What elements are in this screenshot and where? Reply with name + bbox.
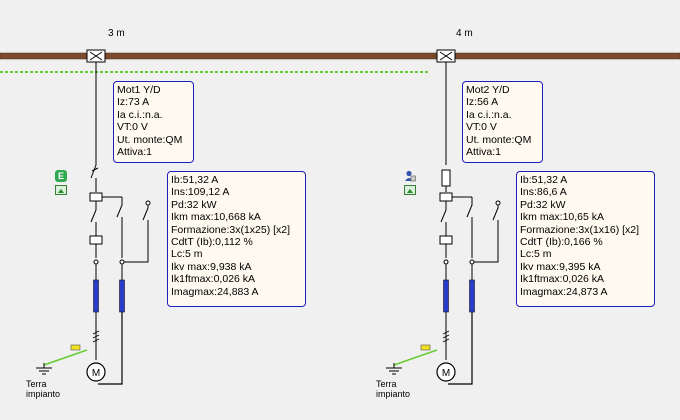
feeder-2-distance: 4 m [456,28,473,39]
calc-imagmax: Imagmax:24,873 A [520,285,608,298]
motor-active: Attiva:1 [117,146,153,159]
conductor-marks [92,330,100,343]
cable [443,279,449,313]
feeder-1-distance: 3 m [108,28,125,39]
motor-symbol [436,362,456,382]
cable [469,279,475,313]
user-icon[interactable] [404,170,416,182]
feeder-1-earth-label: Terra impianto [26,379,60,399]
e-icon[interactable]: E [55,170,67,182]
feeder-2-motor-info[interactable]: Mot2 Y/D Iz:56 A Ia c.i.:n.a. VT:0 V Ut.… [462,81,543,163]
conductor-marks [442,330,450,343]
motor-iz: Iz:73 A [117,96,150,109]
terminal [145,200,151,206]
overload-relay [439,235,453,245]
calc-ik1ftmax: Ik1ftmax:0,026 kA [520,273,605,286]
motor-upstream: Ut. monte:QM [117,133,183,146]
earth-tag [70,344,81,351]
calc-ins: Ins:109,12 A [171,186,230,199]
breaker-symbol [90,164,99,192]
calc-lc: Lc:5 m [171,248,203,261]
contactor-coil [439,192,453,202]
calc-ib: Ib:51,32 A [520,174,568,186]
terminal [119,259,125,265]
motor-letter: M [92,368,100,379]
feeder-1-calc-info[interactable]: Ib:51,32 A Ins:109,12 A Pd:32 kW Ikm max… [167,171,306,307]
earth-symbol [36,363,52,375]
busbar [0,52,680,60]
calc-formazione: Formazione:3x(1x25) [x2] [171,223,291,236]
earth-label-line2: impianto [376,389,411,399]
calc-ikv-max: Ikv max:9,938 kA [171,260,252,273]
feeder-2-calc-info[interactable]: Ib:51,32 A Ins:86,6 A Pd:32 kW Ikm max:1… [516,171,655,307]
calc-formazione: Formazione:3x(1x16) [x2] [520,223,640,236]
calc-ikv-max: Ikv max:9,395 kA [520,260,601,273]
feeder-line [98,312,123,385]
motor-ia: Ia c.i.:n.a. [117,108,163,121]
earth-conductor [43,349,88,366]
feeder-2[interactable]: M [386,49,501,385]
cable [93,279,99,313]
terminal [469,259,475,265]
motor-letter: M [442,368,450,379]
branch-contact [116,197,123,258]
earth-label-line2: impianto [26,389,61,399]
image-icon[interactable] [55,185,67,195]
contactor-coil [89,192,103,202]
motor-vt: VT:0 V [117,121,148,134]
image-icon[interactable] [404,185,416,195]
terminal [495,200,501,206]
motor-vt: VT:0 V [466,121,497,134]
calc-pd: Pd:32 kW [520,198,566,211]
fuse-symbol [441,169,451,187]
earth-label-line1: Terra [26,379,47,389]
junction-cross [439,51,453,61]
earth-tag [420,344,431,351]
overload-relay [89,235,103,245]
branch-contact [466,197,473,258]
motor-upstream: Ut. monte:QM [466,133,532,146]
earth-conductor [393,349,438,366]
junction-cross [89,51,103,61]
earth-symbol [386,363,402,375]
motor-active: Attiva:1 [466,146,502,159]
motor-ia: Ia c.i.:n.a. [466,108,512,121]
contact-symbol [90,209,97,236]
calc-cdt: CdtT (Ib):0,112 % [171,236,253,249]
motor-name: Mot2 Y/D [466,84,510,96]
feeder-1-motor-info[interactable]: Mot1 Y/D Iz:73 A Ia c.i.:n.a. VT:0 V Ut.… [113,81,194,163]
terminal [93,259,99,265]
contact-symbol [440,209,447,236]
cable [119,279,125,313]
calc-lc: Lc:5 m [520,248,552,261]
calc-ikm-max: Ikm max:10,65 kA [520,211,605,224]
calc-imagmax: Imagmax:24,883 A [171,285,259,298]
feeder-2-earth-label: Terra impianto [376,379,410,399]
motor-iz: Iz:56 A [466,96,499,109]
calc-ins: Ins:86,6 A [520,186,567,199]
calc-ik1ftmax: Ik1ftmax:0,026 kA [171,273,256,286]
star-contact [472,203,499,263]
calc-ib: Ib:51,32 A [171,174,219,186]
feeder-line [448,312,473,385]
feeder-1[interactable]: M [36,49,151,385]
terminal [443,259,449,265]
motor-name: Mot1 Y/D [117,84,161,96]
star-contact [122,203,149,263]
motor-symbol [86,362,106,382]
earth-label-line1: Terra [376,379,397,389]
calc-pd: Pd:32 kW [171,198,217,211]
calc-cdt: CdtT (Ib):0,166 % [520,236,603,249]
calc-ikm-max: Ikm max:10,668 kA [171,211,261,224]
